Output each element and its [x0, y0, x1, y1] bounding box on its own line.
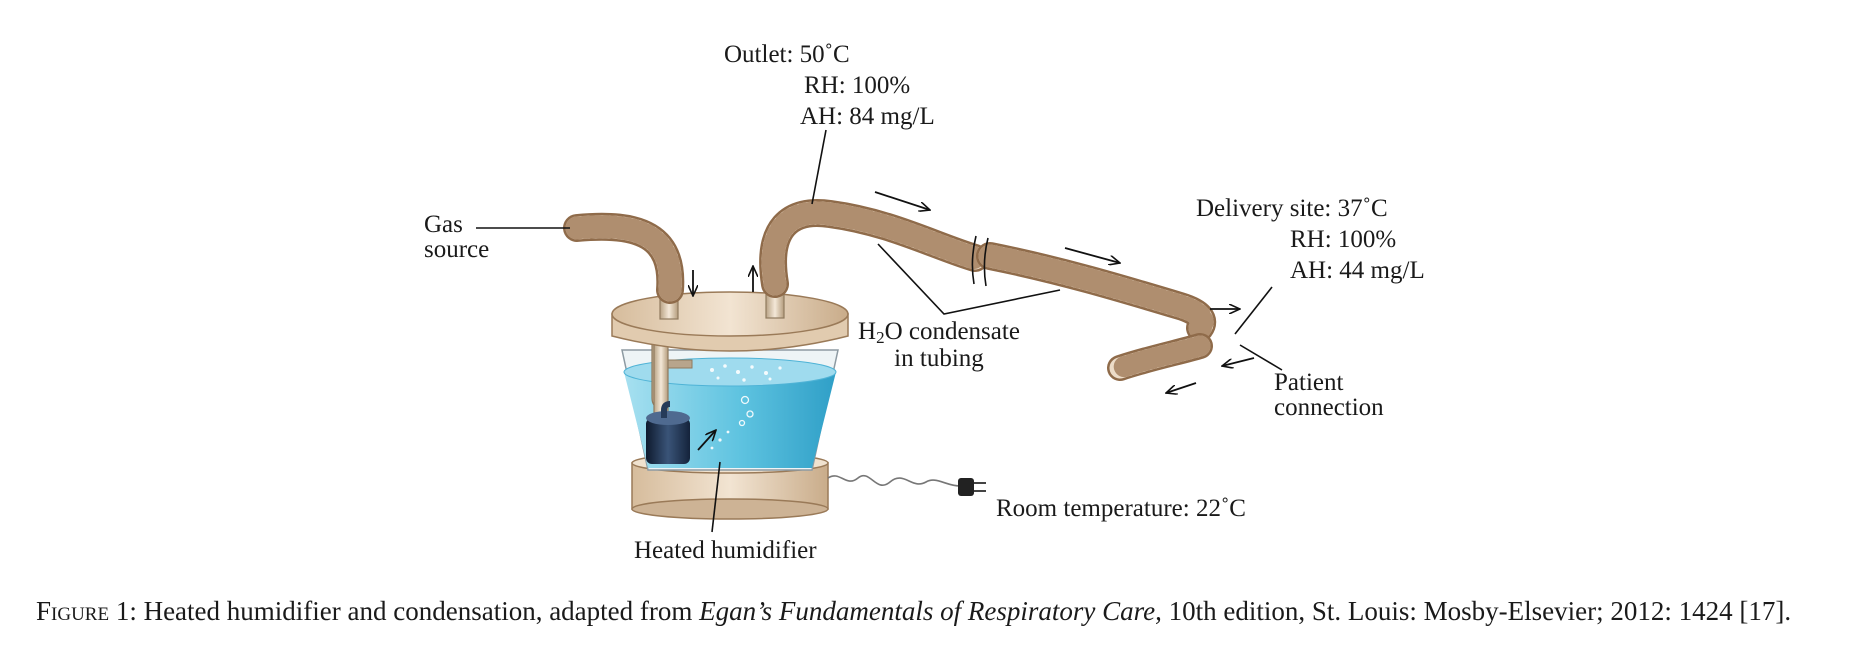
heated-humidifier: [611, 279, 849, 520]
outlet-rh-label: RH: 100%: [804, 71, 910, 101]
flow-arrows: [693, 191, 1255, 451]
outlet-ah-label: AH: 84 mg/L: [800, 102, 935, 132]
arrow-return: [1166, 382, 1197, 393]
caption-text-1: : Heated humidifier and condensation, ad…: [129, 596, 700, 626]
patient-leader: [1239, 344, 1283, 371]
arrow-from-patient: [1222, 357, 1255, 366]
condensate-line1: H2O condensate: [858, 318, 1020, 347]
gas-source-line1: Gas: [424, 211, 463, 238]
outlet-temp: Outlet: 50˚C: [724, 41, 850, 68]
power-cord: [827, 474, 961, 487]
delivery-leader: [1234, 286, 1273, 335]
tube-break-marks: [971, 235, 989, 287]
book-title: Egan’s Fundamentals of Respiratory Care,: [699, 596, 1162, 626]
heater-element: [646, 401, 690, 464]
delivery-ah-label: AH: 44 mg/L: [1290, 256, 1425, 286]
delivery-rh-label: RH: 100%: [1290, 225, 1396, 255]
figure-label: Figure 1: [36, 596, 130, 626]
figure-caption: Figure 1: Heated humidifier and condensa…: [36, 592, 1836, 630]
delivery-label: Delivery site: 37˚C: [1196, 194, 1388, 224]
outlet-leader: [811, 129, 827, 205]
leader-lines: [476, 129, 1283, 533]
patient-line2: connection: [1274, 394, 1384, 421]
gas-source-label: Gas source: [424, 212, 489, 262]
outlet-rh: RH: 100%: [804, 72, 911, 99]
condensate-line2: in tubing: [894, 345, 984, 372]
patient-line1: Patient: [1274, 369, 1344, 396]
condensate-leader: [877, 243, 1061, 315]
power-plug: [958, 478, 986, 496]
humidifier-diagram: [476, 129, 1283, 533]
arrow-heater-bubbles: [697, 430, 716, 451]
outlet-ah: AH: 84 mg/L: [800, 103, 935, 130]
delivery-rh: RH: 100%: [1290, 226, 1397, 253]
heated-humidifier-label: Heated humidifier: [634, 537, 817, 564]
patient-label: Patient connection: [1274, 370, 1384, 420]
humidifier-leader: [711, 461, 721, 533]
delivery-temp: Delivery site: 37˚C: [1196, 195, 1388, 222]
arrow-flow-2: [1064, 247, 1120, 263]
outlet-label: Outlet: 50˚C: [724, 40, 850, 70]
caption-text-2: 10th edition, St. Louis: Mosby-Elsevier;…: [1161, 596, 1792, 626]
lid: [611, 291, 849, 352]
room-temperature-label: Room temperature: 22˚C: [996, 495, 1246, 522]
delivery-ah: AH: 44 mg/L: [1290, 257, 1425, 284]
gas-source-line2: source: [424, 236, 490, 263]
bubbles: [710, 364, 782, 450]
arrow-flow-1: [874, 191, 930, 210]
tubing: [563, 199, 1216, 381]
condensate-label: H2O condensate in tubing: [858, 318, 1020, 372]
